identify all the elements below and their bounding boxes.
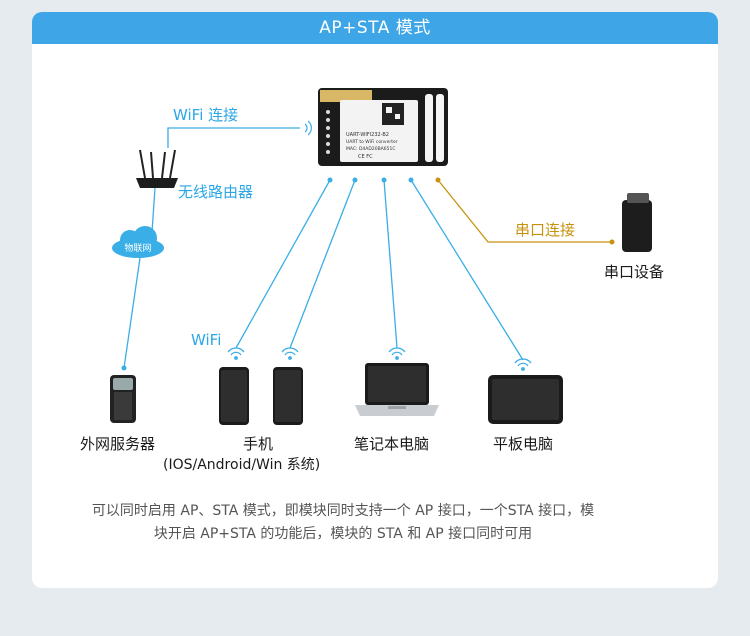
wifi-connect-label: WiFi 连接 [173, 106, 239, 124]
module-label-3: MAC: D4AD20BA651C [346, 146, 395, 152]
tablet-label: 平板电脑 [493, 435, 554, 453]
phone-os-label: (IOS/Android/Win 系统) [163, 457, 321, 473]
serial-connect-label: 串口连接 [515, 221, 576, 239]
server-icon [110, 375, 136, 423]
description-line-2: 块开启 AP+STA 的功能后，模块的 STA 和 AP 接口同时可用 [153, 526, 533, 542]
module-label-2: UART to WiFi converter [346, 139, 398, 145]
server-label: 外网服务器 [80, 435, 156, 453]
wifi-link-line [167, 127, 300, 148]
description-line-1: 可以同时启用 AP、STA 模式，即模块同时支持一个 AP 接口，一个STA 接… [91, 503, 595, 519]
cloud-icon: 物联网 [112, 226, 164, 258]
serial-device-icon [622, 193, 652, 252]
wifi-signal-icon [304, 120, 312, 136]
cloud-label: 物联网 [124, 242, 151, 254]
link-laptop [383, 179, 398, 349]
description: 可以同时启用 AP、STA 模式，即模块同时支持一个 AP 接口，一个STA 接… [40, 500, 646, 546]
phone-icon [219, 367, 303, 425]
serial-device-label: 串口设备 [604, 263, 665, 281]
connection-lines [123, 127, 524, 369]
wifi-module: UART-WIFI232-B2 UART to WiFi converter M… [318, 88, 448, 166]
serial-dot [435, 177, 441, 183]
cloud-server-line [123, 257, 141, 369]
phone-label: 手机 [243, 435, 274, 453]
link-wifi-phone1 [235, 179, 331, 349]
router-label: 无线路由器 [178, 183, 254, 201]
laptop-icon [355, 363, 439, 416]
link-dots [121, 177, 414, 371]
module-label-1: UART-WIFI232-B2 [346, 132, 389, 138]
laptop-label: 笔记本电脑 [354, 435, 430, 453]
serial-end-dot [609, 239, 615, 245]
header-title: AP+STA 模式 [32, 12, 718, 44]
link-tablet [410, 179, 524, 361]
router-cloud-line [151, 187, 156, 233]
wifi-label: WiFi [191, 331, 222, 349]
link-wifi-phone2 [289, 179, 356, 349]
serial-link-line [437, 179, 612, 243]
module-badges: CE FC [358, 154, 373, 160]
tablet-icon [488, 375, 563, 424]
device-wifi-icons [227, 347, 532, 371]
router-icon [136, 149, 178, 188]
